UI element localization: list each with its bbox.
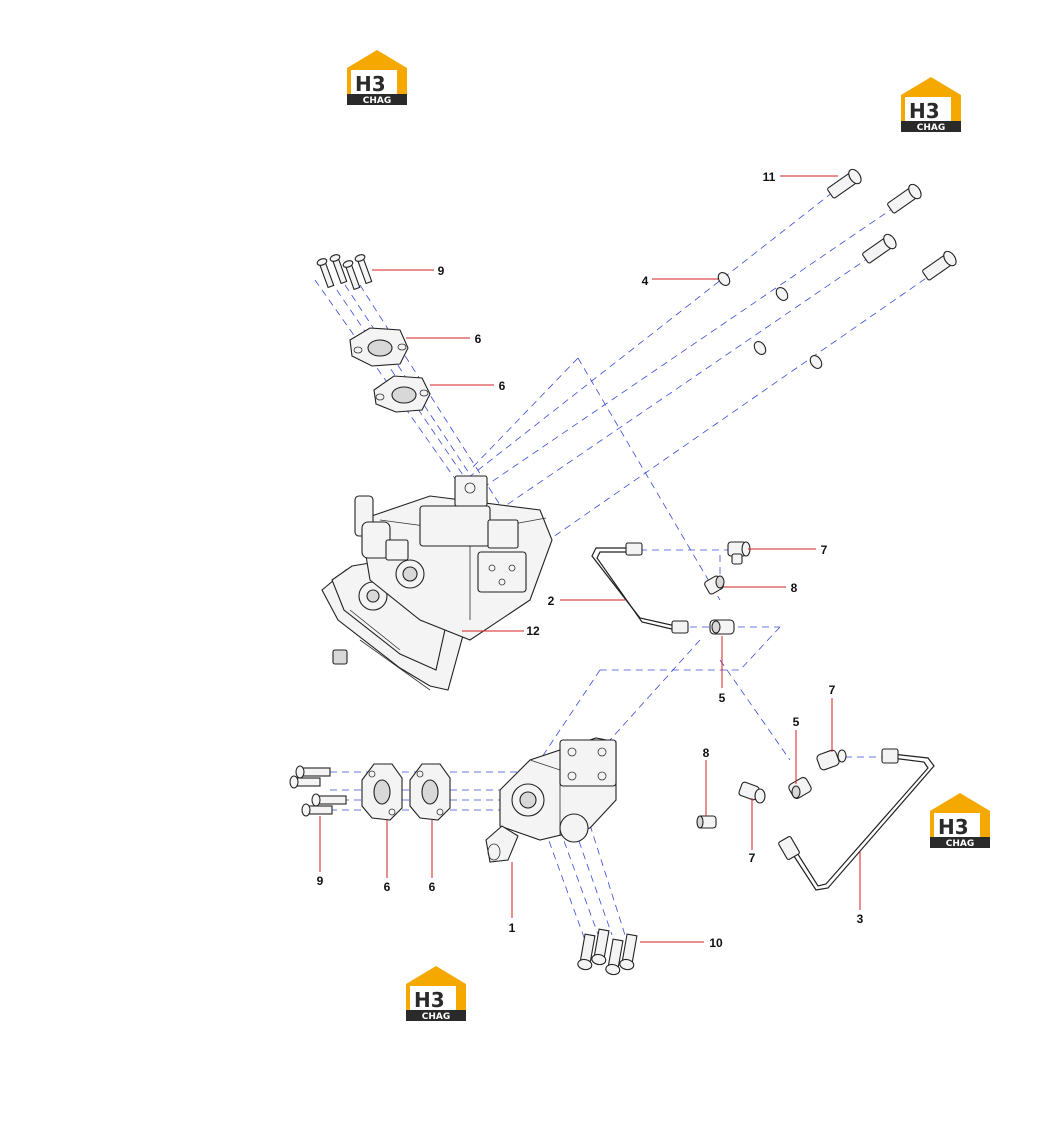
- callout-6-upper-b: 6: [499, 379, 506, 393]
- logo-letters: H3: [414, 988, 445, 1012]
- part-nipple-8-lower: [696, 815, 717, 829]
- house-logo-icon: [347, 50, 407, 94]
- part-bolt-9-lower: [289, 765, 347, 817]
- part-elbow-7-right: [816, 749, 847, 771]
- part-flange-6-lower-b: [409, 763, 451, 821]
- callout-2: 2: [548, 594, 555, 608]
- callout-11: 11: [763, 170, 776, 184]
- callout-8-lower: 8: [703, 746, 710, 760]
- part-flange-6-upper-b: [373, 375, 431, 413]
- callout-6-lower-b: 6: [429, 880, 436, 894]
- house-logo-icon: [901, 77, 961, 121]
- logo-letters: H3: [909, 99, 940, 123]
- brand-logo-bottom: H3 CHAG: [406, 966, 466, 1022]
- callout-7-lower: 7: [749, 851, 756, 865]
- logo-sub: CHAG: [363, 96, 392, 106]
- callout-1: 1: [509, 921, 516, 935]
- callout-7-right: 7: [829, 683, 836, 697]
- part-pump-housing-12: [321, 475, 553, 691]
- part-bolt-10: [577, 928, 638, 976]
- house-logo-icon: [930, 793, 990, 837]
- part-elbow-7-lower: [738, 781, 766, 804]
- part-washer-4: [717, 272, 823, 369]
- part-bolt-9-upper: [316, 254, 373, 291]
- logo-letters: H3: [355, 72, 386, 96]
- part-nipple-8-upper: [704, 575, 725, 595]
- part-adapter-5-lower: [788, 776, 812, 800]
- logo-sub: CHAG: [946, 839, 975, 849]
- part-flange-6-upper-a: [349, 327, 409, 367]
- callout-5-middle: 5: [719, 691, 726, 705]
- callout-4: 4: [642, 274, 649, 288]
- part-flange-6-lower-a: [361, 763, 403, 821]
- callout-7-upper: 7: [821, 543, 828, 557]
- brand-logo-top-right: H3 CHAG: [901, 77, 961, 133]
- part-valve-block-1: [485, 737, 617, 863]
- logo-letters: H3: [938, 815, 969, 839]
- house-logo-icon: [406, 966, 466, 1010]
- callout-9-upper: 9: [438, 264, 445, 278]
- callout-labels: 11 9 4 6 6 7 8 2 12 5 7 5 8 7 9 6 6 1 3 …: [317, 170, 864, 950]
- part-bolt-11: [827, 168, 957, 281]
- callout-12: 12: [526, 624, 540, 638]
- part-tube-3: [778, 748, 935, 891]
- callout-9-lower: 9: [317, 874, 324, 888]
- brand-logo-top-left: H3 CHAG: [347, 50, 407, 106]
- brand-logo-right: H3 CHAG: [930, 793, 990, 849]
- logo-sub: CHAG: [917, 123, 946, 133]
- callout-8-upper: 8: [791, 581, 798, 595]
- leader-lines: [319, 175, 861, 943]
- part-adapter-5-middle: [709, 619, 735, 635]
- callout-6-upper-a: 6: [475, 332, 482, 346]
- logo-sub: CHAG: [422, 1012, 451, 1022]
- callout-5-lower: 5: [793, 715, 800, 729]
- part-elbow-7-upper: [727, 541, 751, 565]
- callout-3: 3: [857, 912, 864, 926]
- callout-6-lower-a: 6: [384, 880, 391, 894]
- callout-10: 10: [709, 936, 723, 950]
- part-tube-2: [591, 542, 689, 634]
